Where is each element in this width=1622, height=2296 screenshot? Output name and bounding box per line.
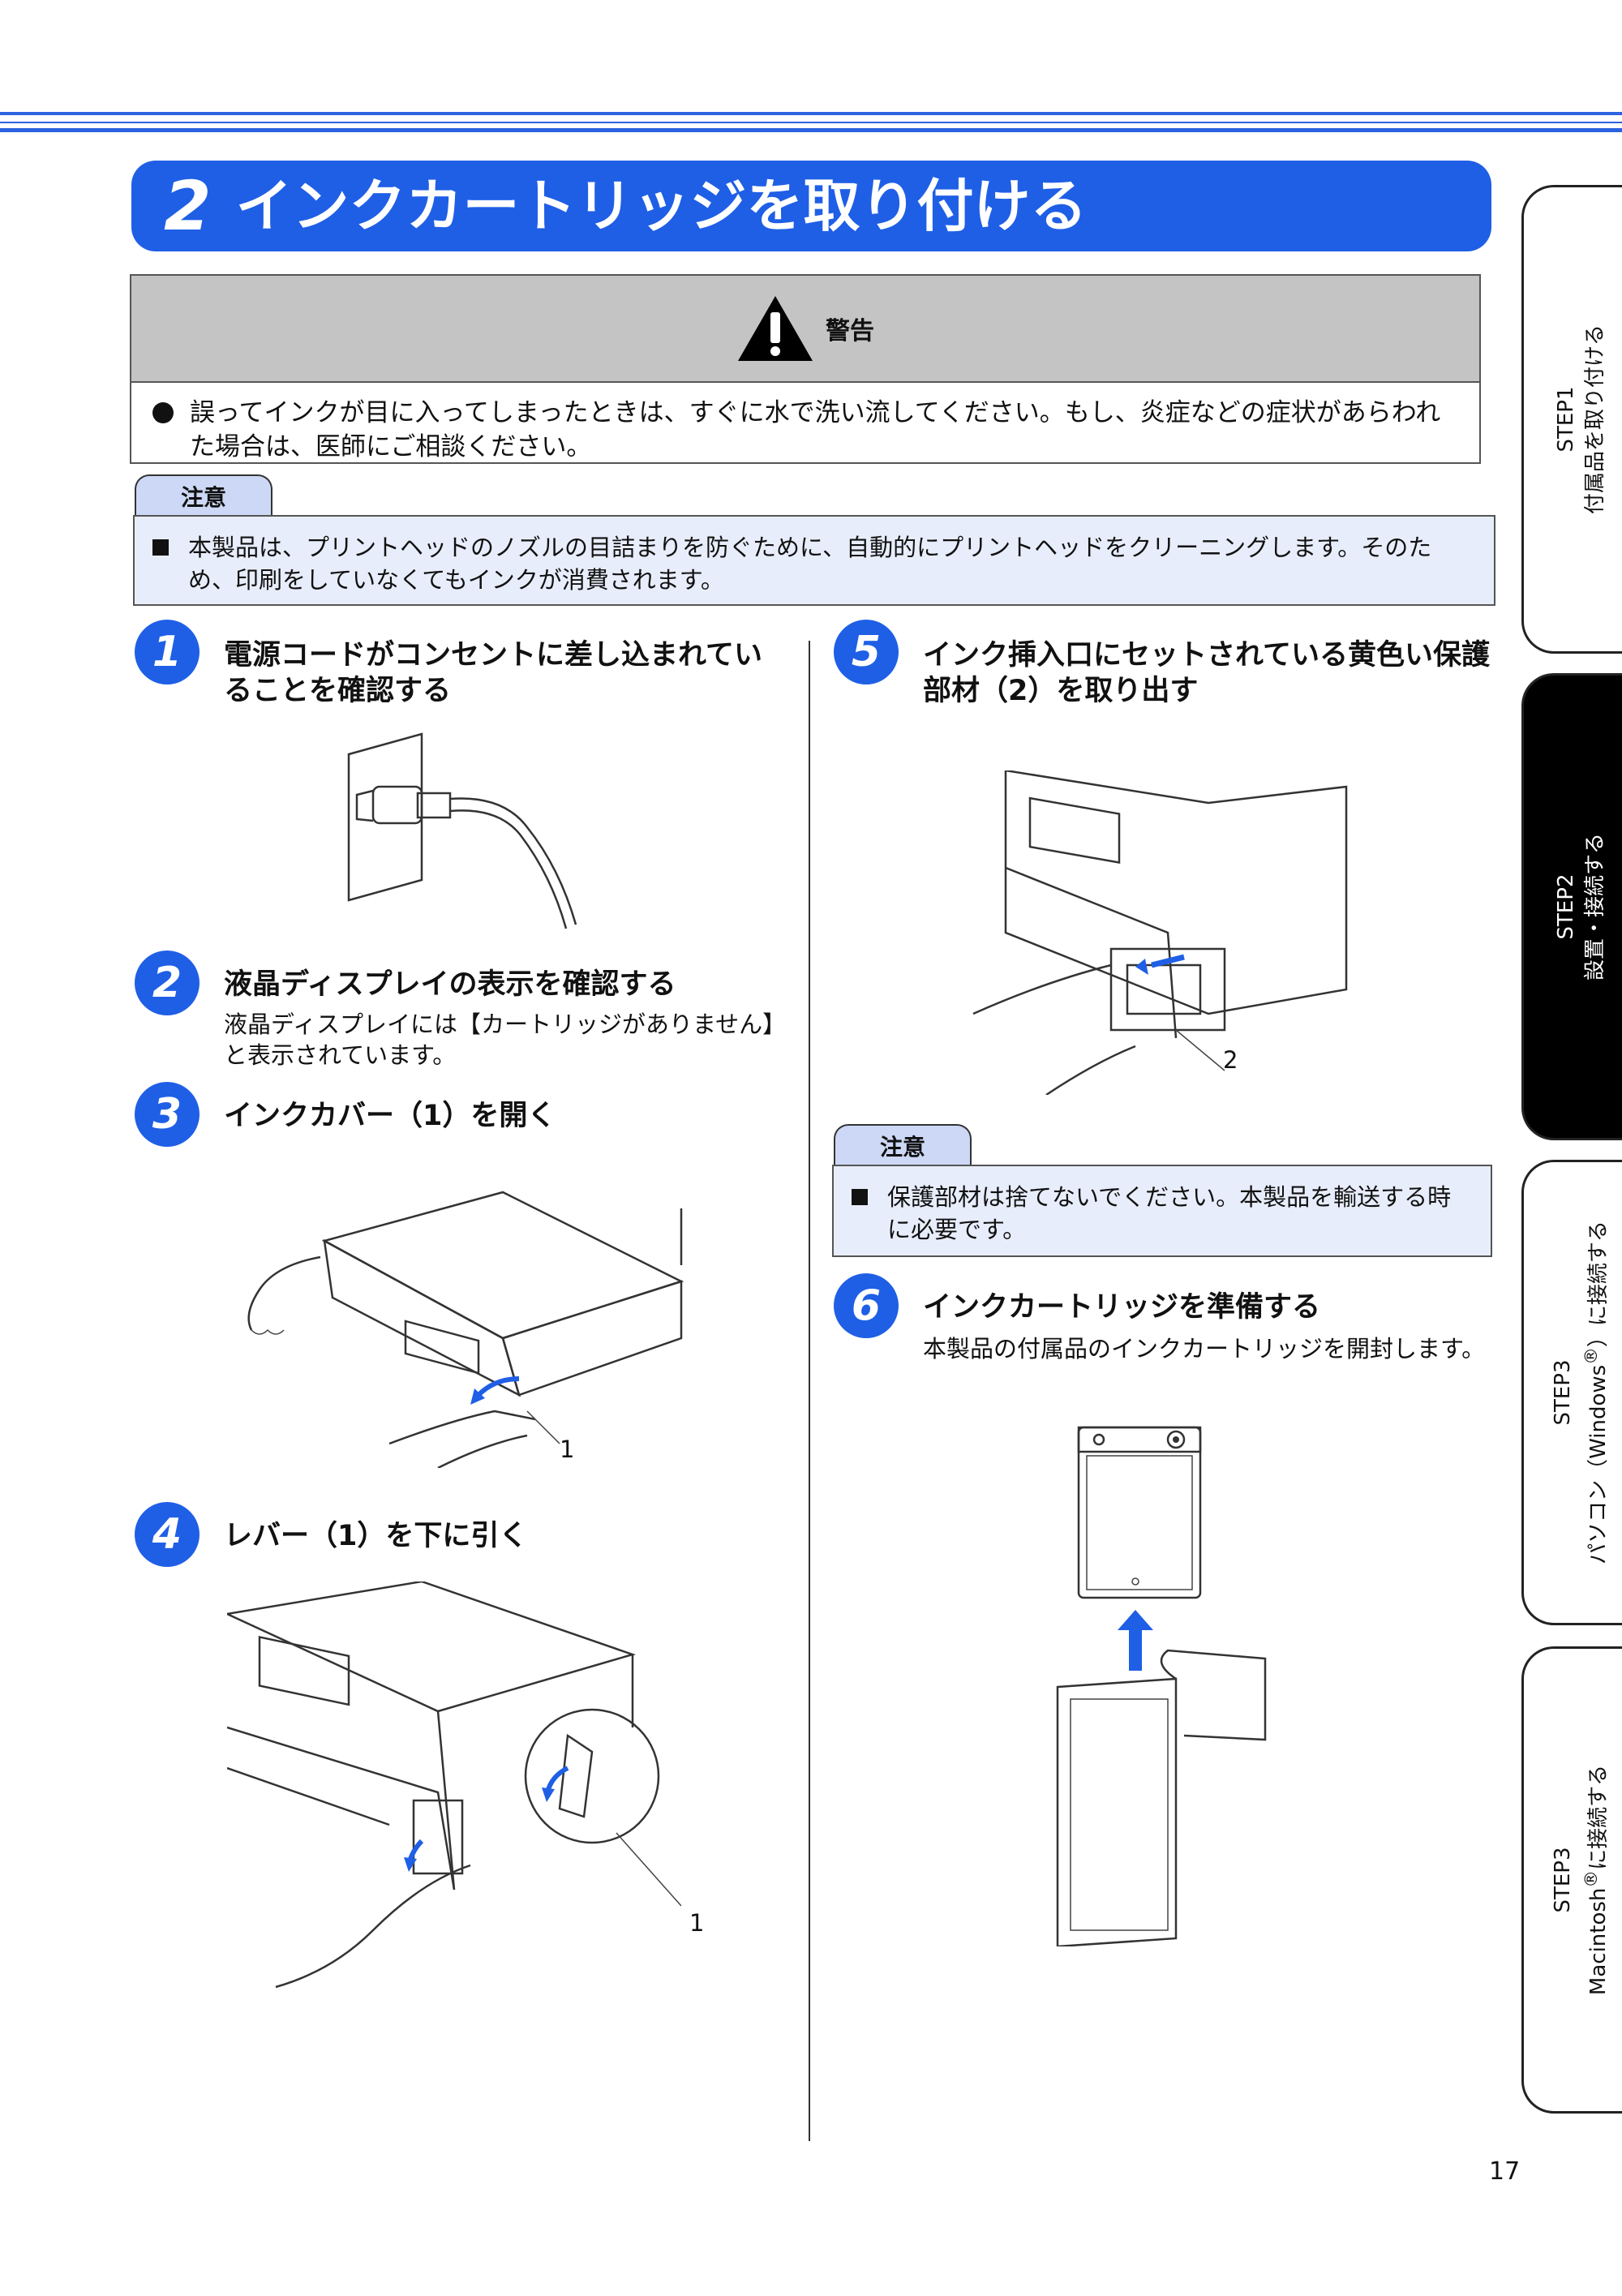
side-tab-step1[interactable]: STEP1 付属品を取り付ける — [1521, 185, 1622, 654]
bullet-circle-icon — [152, 402, 174, 423]
step-number-badge: 4 — [135, 1502, 200, 1567]
section-banner: 2 インクカートリッジを取り付ける — [131, 161, 1491, 251]
step-number-badge: 5 — [834, 620, 899, 685]
warning-triangle-icon — [738, 296, 813, 361]
page-number: 17 — [1489, 2157, 1521, 2186]
side-tab-label: STEP1 付属品を取り付ける — [1554, 324, 1607, 515]
side-tab-label: STEP3 パソコン（Windows®）に接続する — [1551, 1221, 1611, 1564]
ink-cartridge-illustration — [1056, 1426, 1267, 1946]
protective-part-illustration — [972, 770, 1348, 1095]
callout-label: 2 — [1223, 1046, 1238, 1074]
step-6-body: 本製品の付属品のインクカートリッジを開封します。 — [923, 1335, 1486, 1363]
side-tab-label: STEP3 Macintosh®に接続する — [1551, 1764, 1611, 1996]
caution-tab: 注意 — [135, 474, 272, 517]
step-number-badge: 3 — [135, 1082, 200, 1147]
caution-text: 保護部材は捨てないでください。本製品を輸送する時に必要です。 — [887, 1183, 1452, 1243]
bullet-square-icon — [852, 1189, 868, 1205]
callout-label: 1 — [689, 1909, 705, 1937]
step-2-body: 液晶ディスプレイには【カートリッジがありません】と表示されています。 — [224, 1011, 787, 1069]
warning-title: 警告 — [826, 317, 874, 345]
caution-label: 注意 — [180, 484, 226, 511]
lever-illustration — [227, 1581, 681, 1989]
caution-tab: 注意 — [834, 1124, 972, 1166]
warning-header: 警告 — [131, 276, 1479, 383]
column-divider — [809, 641, 810, 2141]
step-5-title: インク挿入口にセットされている黄色い保護部材（2）を取り出す — [923, 639, 1490, 707]
step-number-badge: 6 — [834, 1273, 899, 1338]
warning-text-block: 誤ってインクが目に入ってしまったときは、すぐに水で洗い流してください。もし、炎症… — [131, 383, 1479, 464]
caution-box: 保護部材は捨てないでください。本製品を輸送する時に必要です。 — [832, 1165, 1492, 1257]
step-4-title: レバー（1）を下に引く — [224, 1520, 528, 1552]
callout-label: 1 — [560, 1436, 575, 1463]
header-rule — [0, 122, 1622, 123]
caution-box: 本製品は、プリントヘッドのノズルの目詰まりを防ぐために、自動的にプリントヘッドを… — [133, 515, 1495, 606]
side-tab-label: STEP2 設置・接続する — [1554, 832, 1607, 981]
bullet-square-icon — [152, 539, 169, 556]
step-3-title: インクカバー（1）を開く — [224, 1100, 556, 1132]
side-tab-step3-macintosh[interactable]: STEP3 Macintosh®に接続する — [1521, 1646, 1622, 2114]
warning-text: 誤ってインクが目に入ってしまったときは、すぐに水で洗い流してください。もし、炎症… — [190, 398, 1441, 461]
section-title: インクカートリッジを取り付ける — [235, 173, 1088, 239]
step-2-title: 液晶ディスプレイの表示を確認する — [224, 968, 676, 1001]
section-number: 2 — [164, 166, 212, 246]
header-rule — [0, 112, 1622, 115]
caution-label: 注意 — [879, 1134, 925, 1161]
power-cord-illustration — [347, 732, 577, 929]
step-1-title: 電源コードがコンセントに差し込まれていることを確認する — [224, 639, 762, 707]
header-rule — [0, 128, 1622, 132]
ink-cover-illustration — [247, 1191, 684, 1468]
step-number-badge: 1 — [135, 620, 200, 685]
step-number-badge: 2 — [135, 951, 200, 1015]
step-6-title: インクカートリッジを準備する — [923, 1291, 1321, 1324]
caution-text: 本製品は、プリントヘッドのノズルの目詰まりを防ぐために、自動的にプリントヘッドを… — [188, 534, 1432, 594]
side-tab-step3-windows[interactable]: STEP3 パソコン（Windows®）に接続する — [1521, 1160, 1622, 1625]
warning-box: 警告 誤ってインクが目に入ってしまったときは、すぐに水で洗い流してください。もし… — [130, 274, 1481, 464]
side-tab-step2[interactable]: STEP2 設置・接続する — [1521, 673, 1622, 1140]
